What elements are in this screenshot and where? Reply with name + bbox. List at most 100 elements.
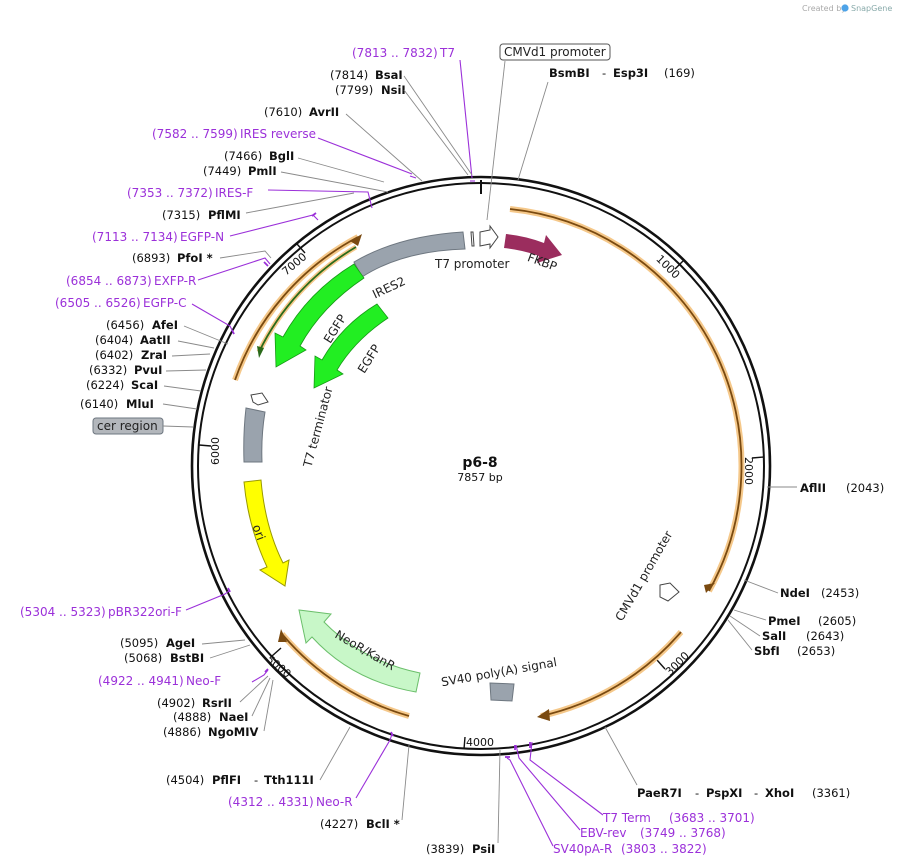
- primer-t7-name: T7: [439, 46, 455, 60]
- enzyme-bsai-name: BsaI: [375, 68, 403, 82]
- ori-arrow: [243, 479, 290, 587]
- primer-ires-f-name: IRES-F: [215, 186, 253, 200]
- enzyme-sbfi-pos: (2653): [797, 644, 835, 658]
- svg-text:-: -: [602, 66, 606, 80]
- enzyme-aflii-pos: (2043): [846, 481, 884, 495]
- brand-text: SnapGene: [851, 4, 892, 13]
- primer-ires-rev-name: IRES reverse: [240, 127, 316, 141]
- snapgene-logo-icon: [841, 4, 849, 12]
- enzyme-rsrii-name: RsrII: [202, 696, 232, 710]
- primer-pbr322-name: pBR322ori-F: [108, 605, 182, 619]
- enzyme-zrai-pos: (6402): [95, 348, 133, 362]
- enzyme-bcli-pos: (4227): [320, 817, 358, 831]
- enzyme-psii-name: PsiI: [472, 842, 495, 856]
- primer-exfp-r-range: (6854 .. 6873): [66, 274, 152, 288]
- primer-egfp-c-name: EGFP-C: [143, 296, 186, 310]
- tick-label-6000: 6000: [209, 437, 222, 465]
- fkbp-arrow: [504, 234, 562, 263]
- tick-label-5000: 5000: [264, 653, 294, 681]
- bottom-label-group: (4504) PflFI - Tth111I (4312 .. 4331) Ne…: [166, 726, 850, 856]
- primer-ebv-rev-name: EBV-rev: [580, 826, 626, 840]
- primer-t7-term-range: (3683 .. 3701): [669, 811, 755, 825]
- svg-text:-: -: [254, 773, 258, 787]
- enzyme-nsii-name: NsiI: [381, 83, 406, 97]
- enzyme-avrii-pos: (7610): [264, 105, 302, 119]
- enzyme-sbfi-name: SbfI: [754, 644, 780, 658]
- t7-terminator-arrow: [250, 392, 269, 406]
- enzyme-scai-name: ScaI: [131, 378, 158, 392]
- enzyme-pvui-pos: (6332): [89, 363, 127, 377]
- enzyme-naei-pos: (4888): [173, 710, 211, 724]
- credit-text: Created by: [802, 4, 846, 13]
- enzyme-bstbi-pos: (5068): [124, 651, 162, 665]
- primer-pbr322-range: (5304 .. 5323): [20, 605, 106, 619]
- cmv-inner-label: CMVd1 promoter: [612, 528, 675, 623]
- enzyme-ndei-pos: (2453): [821, 586, 859, 600]
- enzyme-agei-pos: (5095): [120, 636, 158, 650]
- primer-sv40pa-r-range: (3803 .. 3822): [621, 842, 707, 856]
- primer-t7-term-name: T7 Term: [602, 811, 651, 825]
- enzyme-tth111i-name: Tth111I: [264, 773, 314, 787]
- enzyme-mlui-name: MluI: [126, 397, 154, 411]
- t7-terminator-block: [243, 407, 266, 463]
- primer-ebv-rev-range: (3749 .. 3768): [640, 826, 726, 840]
- orf-arcs: [232, 206, 745, 721]
- cmv-top-label: CMVd1 promoter: [504, 45, 606, 59]
- left-label-group: (6456) AfeI (6404) AatII (6402) ZraI (63…: [80, 318, 229, 435]
- lower-left-label-group: (5304 .. 5323) pBR322ori-F (5095) AgeI (…: [20, 589, 274, 739]
- enzyme-bstbi-name: BstBI: [170, 651, 204, 665]
- enzyme-zrai-name: ZraI: [141, 348, 167, 362]
- enzyme-bsmbi-name: BsmBI: [549, 66, 590, 80]
- egfp-inner-label: EGFP: [355, 342, 383, 376]
- enzyme-ngomiv-name: NgoMIV: [208, 725, 258, 739]
- tick-label-4000: 4000: [466, 736, 494, 749]
- primer-exfp-r-name: EXFP-R: [154, 274, 196, 288]
- egfp-arrow-outer: [274, 263, 365, 368]
- primer-markers: [227, 212, 531, 758]
- plasmid-name: p6-8: [462, 455, 497, 471]
- enzyme-pflmi-name: PflMI: [208, 208, 241, 222]
- enzyme-naei-name: NaeI: [219, 710, 248, 724]
- neo-kan-arrow: [298, 609, 421, 693]
- enzyme-pfoi-pos: (6893): [132, 251, 170, 265]
- primer-neo-f-range: (4922 .. 4941): [98, 674, 184, 688]
- top-label-group: (7813 .. 7832) T7 CMVd1 promoter (7814) …: [55, 43, 611, 335]
- primer-egfp-n-name: EGFP-N: [180, 230, 224, 244]
- enzyme-scai-pos: (6224): [86, 378, 124, 392]
- enzyme-pmei-name: PmeI: [768, 614, 801, 628]
- enzyme-esp3i-name: Esp3I: [613, 66, 648, 80]
- ori-label: ori: [249, 523, 267, 542]
- primer-ires-rev-range: (7582 .. 7599): [152, 127, 238, 141]
- enzyme-bsai-pos: (7814): [330, 68, 368, 82]
- enzyme-afei-name: AfeI: [152, 318, 178, 332]
- ires2-label: IRES2: [370, 274, 407, 301]
- enzyme-pmli-pos: (7449): [203, 164, 241, 178]
- cmv-top-box: [499, 43, 611, 61]
- scale-ticks: [198, 243, 765, 750]
- cmv-inner-arrow: [659, 582, 680, 602]
- enzyme-pfoi-name: PfoI *: [177, 251, 213, 265]
- svg-text:-: -: [695, 786, 699, 800]
- enzyme-ndei-name: NdeI: [780, 586, 810, 600]
- enzyme-bsmbi-pos: (169): [664, 66, 695, 80]
- enzyme-pmli-name: PmlI: [248, 164, 277, 178]
- enzyme-rsrii-pos: (4902): [157, 696, 195, 710]
- enzyme-avrii-name: AvrII: [309, 105, 339, 119]
- enzyme-agei-name: AgeI: [166, 636, 195, 650]
- backbone-outer-ring: [190, 175, 772, 757]
- enzyme-nsii-pos: (7799): [335, 83, 373, 97]
- primer-sv40pa-r-name: SV40pA-R: [553, 842, 612, 856]
- enzyme-bcli-name: BclI *: [366, 817, 400, 831]
- t7-promoter-arrow: [479, 224, 499, 250]
- enzyme-xhoi-pos: (3361): [812, 786, 850, 800]
- primer-neo-r-range: (4312 .. 4331): [228, 795, 314, 809]
- enzyme-mlui-pos: (6140): [80, 397, 118, 411]
- primer-neo-f-name: Neo-F: [186, 674, 221, 688]
- enzyme-afei-pos: (6456): [106, 318, 144, 332]
- enzyme-sali-name: SalI: [762, 629, 786, 643]
- egfp-arrow-inner: [313, 303, 389, 389]
- enzyme-bgli-pos: (7466): [224, 149, 262, 163]
- enzyme-paer7i-name: PaeR7I: [637, 786, 682, 800]
- enzyme-pmei-pos: (2605): [818, 614, 856, 628]
